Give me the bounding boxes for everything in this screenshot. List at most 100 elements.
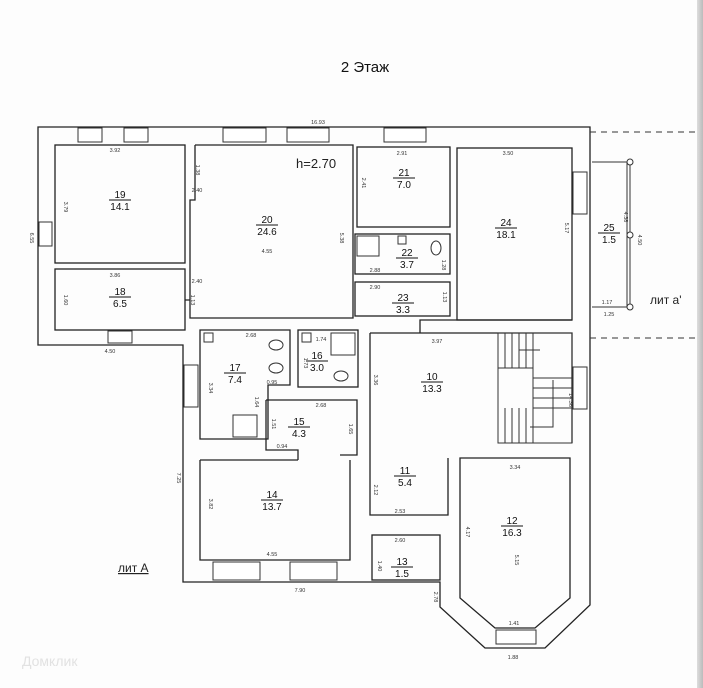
room-area: 14.1 — [110, 202, 130, 213]
room-area: 24.6 — [257, 227, 277, 238]
dimension-label: 4.55 — [267, 552, 278, 558]
room-outlines — [54, 144, 573, 629]
windows — [38, 127, 588, 645]
dimension-label: 7.25 — [175, 473, 181, 484]
room-number: 21 — [398, 168, 410, 179]
shower-icon — [356, 235, 380, 257]
dimension-label: 2.68 — [316, 403, 327, 409]
dimension-label: 1.13 — [441, 292, 447, 303]
shower-icon — [232, 414, 258, 438]
dimension-labels: 16.933.923.796.551.382.404.555.382.912.4… — [28, 120, 642, 661]
watermark: Домклик — [22, 653, 78, 669]
room-number: 17 — [229, 363, 241, 374]
room-area: 3.7 — [400, 260, 414, 271]
room-area: 7.0 — [397, 180, 411, 191]
dimension-label: 5.17 — [563, 223, 569, 234]
room-number: 25 — [603, 223, 615, 234]
dimension-label: 1.65 — [347, 424, 353, 435]
room-area: 7.4 — [228, 375, 242, 386]
room-area: 5.4 — [398, 478, 412, 489]
dimension-label: 1.13 — [189, 295, 195, 306]
dimension-label: 1.74 — [316, 337, 327, 343]
dimension-label: 3.79 — [62, 202, 68, 213]
room-area: 1.5 — [395, 569, 409, 580]
dimension-label: 2.40 — [192, 279, 203, 285]
dimension-label: 1.38 — [194, 165, 200, 176]
room-number: 13 — [396, 557, 408, 568]
room-number: 14 — [266, 490, 278, 501]
dimension-label: 4.55 — [262, 249, 273, 255]
dimension-label: 3.86 — [110, 273, 121, 279]
lit-a-label: лит А — [118, 561, 149, 575]
bathroom-fixtures — [203, 235, 442, 438]
dimension-label: 3.34 — [510, 465, 521, 471]
dimension-label: 1.64 — [253, 397, 259, 408]
lit-a-prime-label: лит а' — [650, 293, 682, 307]
dimension-label: 3.82 — [207, 499, 213, 510]
room-number: 10 — [426, 372, 438, 383]
dimension-label: 5.38 — [338, 233, 344, 244]
dimension-label: 1.60 — [62, 295, 68, 306]
floor-title: 2 Этаж — [341, 59, 389, 76]
dimension-label: 7.90 — [295, 588, 306, 594]
railing-post — [626, 158, 634, 166]
room-area: 3.3 — [396, 305, 410, 316]
toilet-icon — [333, 370, 349, 382]
dimension-label: 2.68 — [246, 333, 257, 339]
room-number: 12 — [506, 516, 518, 527]
balcony-dashed-outline — [590, 131, 700, 339]
toilet-icon — [268, 362, 284, 374]
dimension-label: 0.94 — [277, 444, 288, 450]
dimension-label: 1.88 — [508, 655, 519, 661]
railing-post — [626, 231, 634, 239]
dimension-label: 0.95 — [267, 380, 278, 386]
room-area: 18.1 — [496, 230, 516, 241]
staircase — [497, 332, 573, 444]
dimension-label: 6.55 — [28, 233, 34, 244]
room-number: 23 — [397, 293, 409, 304]
dimension-label: 2.90 — [370, 285, 381, 291]
room-number: 16 — [311, 351, 323, 362]
page-edge — [697, 0, 703, 688]
room-area: 13.7 — [262, 502, 282, 513]
dimension-label: 1.40 — [376, 561, 382, 572]
dimension-label: 2.40 — [192, 188, 203, 194]
room-area: 6.5 — [113, 299, 127, 310]
dimension-label: 4.17 — [464, 527, 470, 538]
sink-icon — [301, 332, 312, 343]
dimension-label: 1.41 — [509, 621, 520, 627]
dimension-label: 2.78 — [432, 592, 438, 603]
dimension-label: 4.50 — [105, 349, 116, 355]
toilet-icon — [430, 240, 442, 256]
dimension-label: 4.38 — [622, 212, 628, 223]
toilet-icon — [268, 339, 284, 351]
sink-icon — [203, 332, 214, 343]
dimension-label: 2.41 — [360, 178, 366, 189]
dimension-label: 1.25 — [604, 312, 615, 318]
room-area: 1.5 — [602, 235, 616, 246]
dimension-label: 2.91 — [397, 151, 408, 157]
room-number: 19 — [114, 190, 126, 201]
room-area: 16.3 — [502, 528, 522, 539]
room-number: 24 — [500, 218, 512, 229]
dimension-label: 3.34 — [207, 383, 213, 394]
sink-icon — [397, 235, 407, 245]
dimension-label: 3.92 — [110, 148, 121, 154]
dimension-label: 2.12 — [372, 485, 378, 496]
room-area: 13.3 — [422, 384, 442, 395]
dimension-label: 1.28 — [440, 260, 446, 271]
dimension-label: 1.73 — [302, 358, 308, 369]
dimension-label: 14.36 — [567, 393, 573, 407]
outer-wall — [37, 126, 591, 649]
dimension-label: 5.15 — [513, 555, 519, 566]
room-number: 11 — [400, 466, 411, 477]
ceiling-height: h=2.70 — [296, 156, 336, 171]
room-labels: 1914.1186.52024.6217.0223.7233.32418.125… — [109, 168, 620, 580]
railing-post — [626, 303, 634, 311]
room-area: 4.3 — [292, 429, 306, 440]
dimension-label: 3.97 — [432, 339, 443, 345]
dimension-label: 1.17 — [602, 300, 613, 306]
dimension-label: 3.50 — [503, 151, 514, 157]
